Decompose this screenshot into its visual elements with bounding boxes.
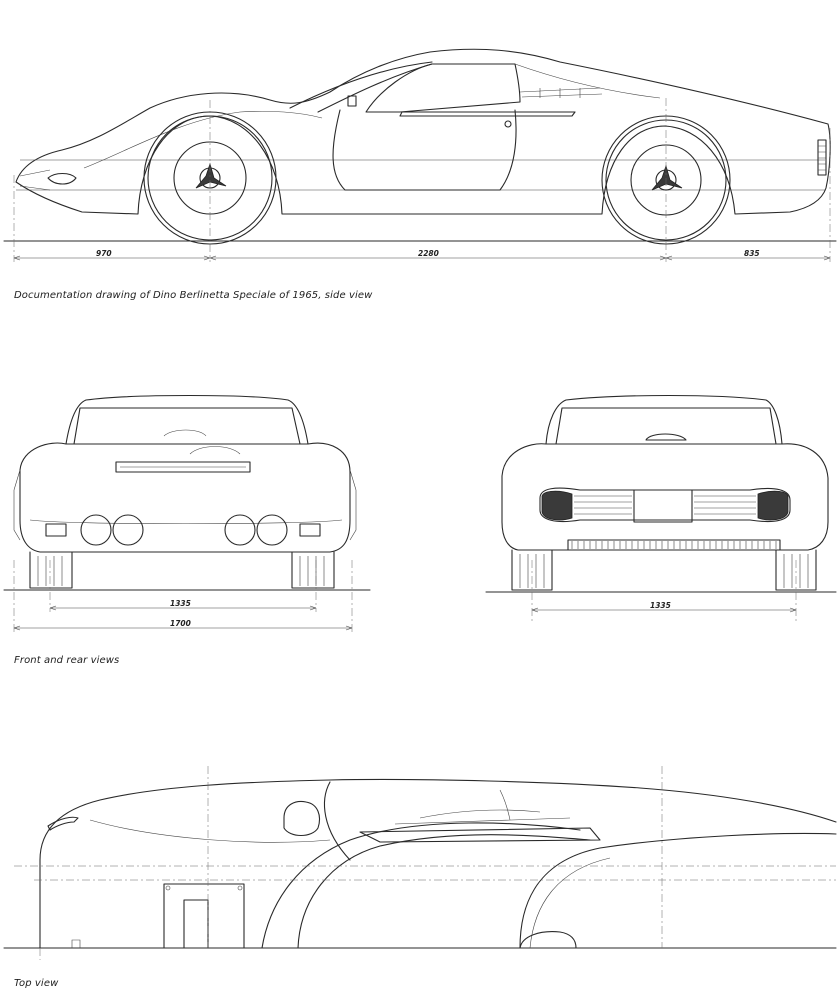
dim-rear-overhang: 835 bbox=[744, 249, 760, 258]
top-body-outline bbox=[39, 778, 837, 949]
side-view: 970 2280 835 bbox=[3, 48, 837, 262]
dim-rear-track: 1335 bbox=[650, 601, 671, 610]
side-body-outline bbox=[15, 48, 831, 215]
dim-overall-width: 1700 bbox=[170, 619, 191, 628]
rear-view: 1335 bbox=[485, 394, 837, 622]
dim-front-track: 1335 bbox=[170, 599, 191, 608]
front-body-outline bbox=[19, 442, 351, 553]
side-view-caption: Documentation drawing of Dino Berlinetta… bbox=[14, 290, 373, 301]
dim-wheelbase: 2280 bbox=[418, 249, 439, 258]
front-rear-caption: Front and rear views bbox=[14, 655, 120, 666]
rear-body-outline bbox=[501, 443, 829, 551]
dim-front-overhang: 970 bbox=[96, 249, 112, 258]
top-view bbox=[3, 766, 837, 960]
front-view: 1335 1700 bbox=[3, 394, 371, 632]
top-view-caption: Top view bbox=[14, 978, 59, 989]
